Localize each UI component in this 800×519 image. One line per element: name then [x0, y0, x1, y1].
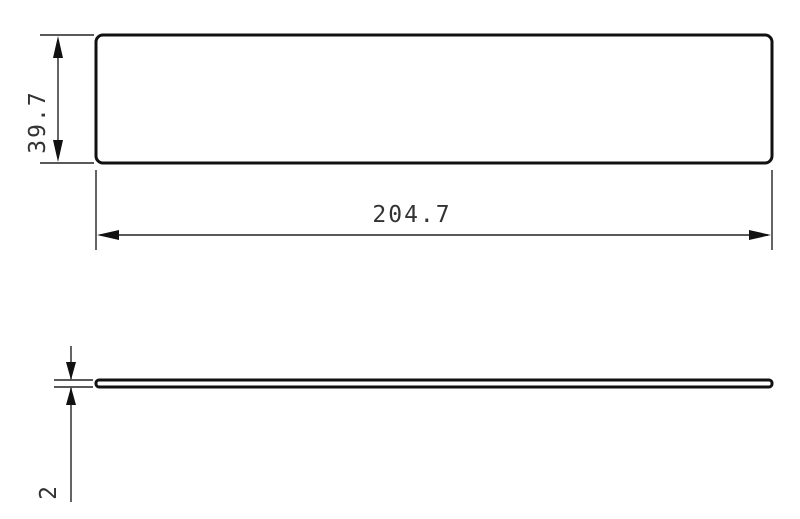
thickness-dimension-label: 2	[36, 484, 62, 500]
thickness-arrow-bottom	[66, 387, 76, 405]
width-arrow-right	[749, 230, 771, 240]
thickness-arrow-top	[66, 362, 76, 380]
height-arrow-top	[53, 36, 63, 58]
width-arrow-left	[97, 230, 119, 240]
plate-outline-side-view	[94, 378, 774, 389]
width-dimension: 204.7	[95, 170, 773, 250]
height-dimension: 39.7	[25, 34, 94, 164]
width-dimension-label: 204.7	[372, 202, 451, 228]
height-arrow-bottom	[53, 140, 63, 162]
side-view: 2	[36, 346, 774, 502]
thickness-dimension: 2	[36, 346, 93, 502]
plate-outline-top-view	[94, 33, 774, 165]
height-dimension-label: 39.7	[25, 90, 51, 153]
top-view: 39.7 204.7	[25, 33, 774, 250]
